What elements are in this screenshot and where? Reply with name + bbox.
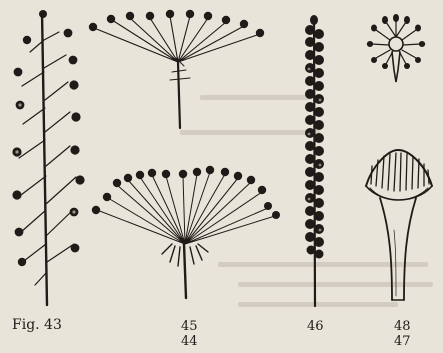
- simple-umbel-figure-45: [97, 172, 275, 298]
- compound-umbel-figure-44: [94, 16, 260, 128]
- flower-head-section-figure-47: [366, 150, 432, 300]
- figure-label-46: 46: [307, 320, 324, 333]
- flower-head-figure-48: [372, 20, 420, 82]
- figure-label-44: 44: [181, 335, 198, 348]
- figure-label-43: Fig. 43: [12, 319, 62, 332]
- figure-label-47: 47: [394, 335, 411, 348]
- figure-label-48: 48: [394, 320, 411, 333]
- figure-label-45: 45: [181, 320, 198, 333]
